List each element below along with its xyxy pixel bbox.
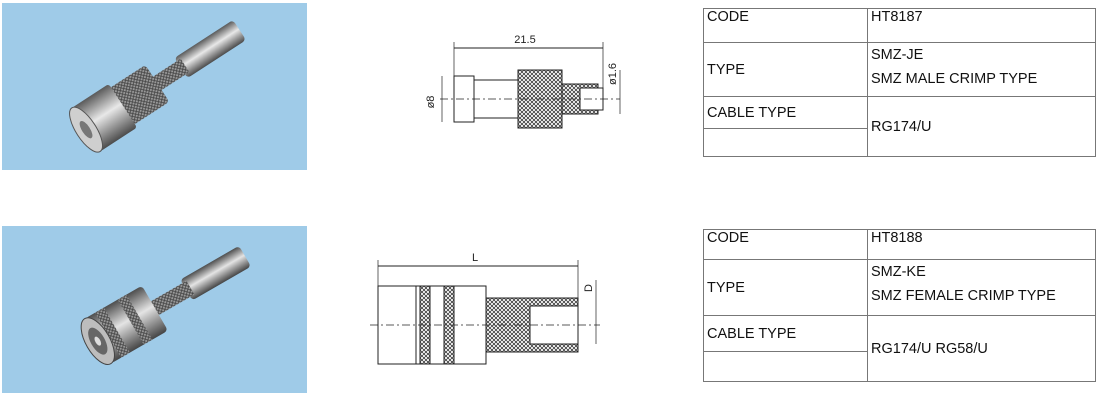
table-row-cable: CABLE TYPE RG174/U <box>703 96 1096 157</box>
dimension-drawing-svg: 21.5 ø8 ø1.6 <box>425 34 621 129</box>
spec-table-ht8188: CODE HT8188 TYPE SMZ-KE SMZ FEMALE CRIMP… <box>703 229 1096 382</box>
type-description-line: SMZ FEMALE CRIMP TYPE <box>871 288 1056 304</box>
table-row-code: CODE HT8187 <box>703 8 1096 43</box>
type-label: TYPE <box>703 259 868 316</box>
pin-diameter-label: ø1.6 <box>607 63 619 85</box>
empty-cell <box>703 351 868 382</box>
technical-drawing-male: 21.5 ø8 ø1.6 <box>420 30 640 145</box>
table-row-cable: CABLE TYPE RG174/U RG58/U <box>703 315 1096 382</box>
cable-label: CABLE TYPE <box>703 315 868 352</box>
technical-drawing-female: L D <box>360 250 620 375</box>
code-label: CODE <box>703 229 868 260</box>
type-code-line: SMZ-KE <box>871 264 926 280</box>
spec-table-ht8187: CODE HT8187 TYPE SMZ-JE SMZ MALE CRIMP T… <box>703 8 1096 157</box>
code-label: CODE <box>703 8 868 43</box>
product-photo-male-connector <box>2 3 307 170</box>
table-row-empty <box>703 128 1096 157</box>
table-row-empty <box>703 351 1096 382</box>
type-label: TYPE <box>703 42 868 97</box>
type-value: SMZ-JE SMZ MALE CRIMP TYPE <box>867 42 1096 97</box>
type-description-line: SMZ MALE CRIMP TYPE <box>871 71 1038 87</box>
table-row-code: CODE HT8188 <box>703 229 1096 260</box>
code-value: HT8187 <box>867 8 1096 43</box>
table-row-type: TYPE SMZ-KE SMZ FEMALE CRIMP TYPE <box>703 259 1096 316</box>
empty-cell <box>703 128 868 157</box>
length-dimension-label: L <box>472 252 478 264</box>
type-value: SMZ-KE SMZ FEMALE CRIMP TYPE <box>867 259 1096 316</box>
male-crimp-connector-image <box>69 21 245 153</box>
dimension-drawing-svg: L D <box>370 252 600 365</box>
cable-label: CABLE TYPE <box>703 96 868 129</box>
cable-value: RG174/U RG58/U <box>867 315 1096 382</box>
product-photo-female-connector <box>2 226 307 393</box>
code-value: HT8188 <box>867 229 1096 260</box>
length-dimension-label: 21.5 <box>514 34 535 46</box>
table-row-type: TYPE SMZ-JE SMZ MALE CRIMP TYPE <box>703 42 1096 97</box>
female-crimp-connector-image <box>80 247 250 365</box>
cable-value: RG174/U <box>867 96 1096 157</box>
type-code-line: SMZ-JE <box>871 47 924 63</box>
diameter-dimension-label: D <box>583 284 595 292</box>
diameter-dimension-label: ø8 <box>425 96 437 109</box>
